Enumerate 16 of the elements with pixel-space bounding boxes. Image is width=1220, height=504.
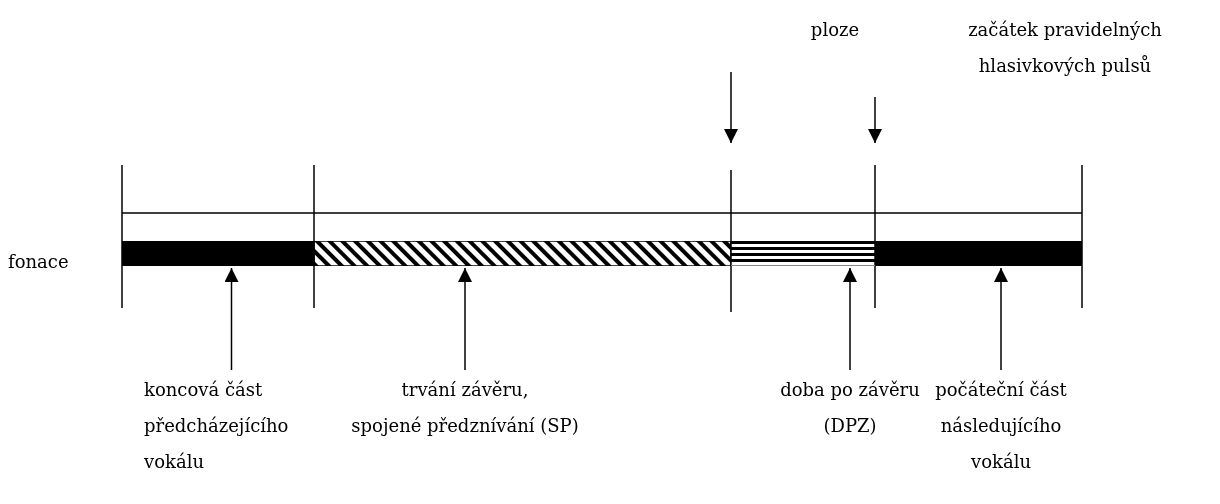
solid-bar-segment xyxy=(122,241,314,266)
boundary-label: začátek pravidelných hlasivkových pulsů xyxy=(967,18,1163,78)
hatched-bar-segment xyxy=(314,241,731,266)
boundary-label: ploze xyxy=(809,18,861,42)
row-label: fonace xyxy=(8,250,70,274)
arrow xyxy=(224,267,239,371)
arrow xyxy=(458,267,472,371)
arrow xyxy=(994,267,1008,371)
arrow xyxy=(843,267,857,371)
segment-label: počáteční část následujícího vokálu xyxy=(934,378,1068,474)
segment-label: doba po závěru (DPZ) xyxy=(779,378,921,438)
segment-label: trvání závěru, xyxy=(400,378,530,402)
segment-label: koncová část předcházejícího vokálu xyxy=(144,378,290,474)
striped-bar-segment xyxy=(731,241,875,266)
segment-label: spojené předznívání (SP) xyxy=(350,414,580,438)
solid-bar-segment xyxy=(875,241,1082,266)
